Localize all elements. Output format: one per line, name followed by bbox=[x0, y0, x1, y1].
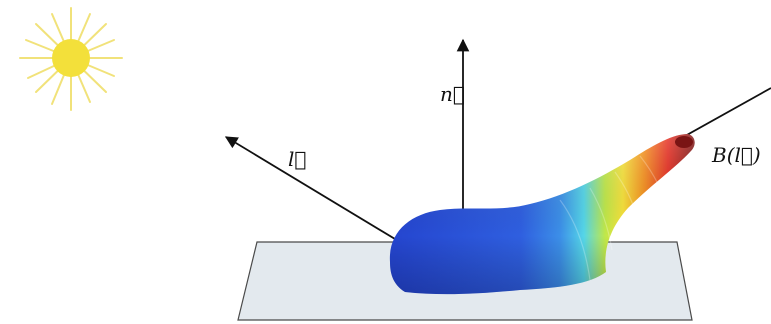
brdf-label: B(l⃗) bbox=[711, 143, 761, 167]
sun-icon bbox=[19, 7, 123, 111]
brdf-lobe bbox=[389, 134, 695, 295]
light-vector-arrow bbox=[224, 136, 401, 243]
normal-vector-label: n⃗ bbox=[440, 82, 465, 106]
light-vector-label: l⃗ bbox=[288, 147, 306, 171]
